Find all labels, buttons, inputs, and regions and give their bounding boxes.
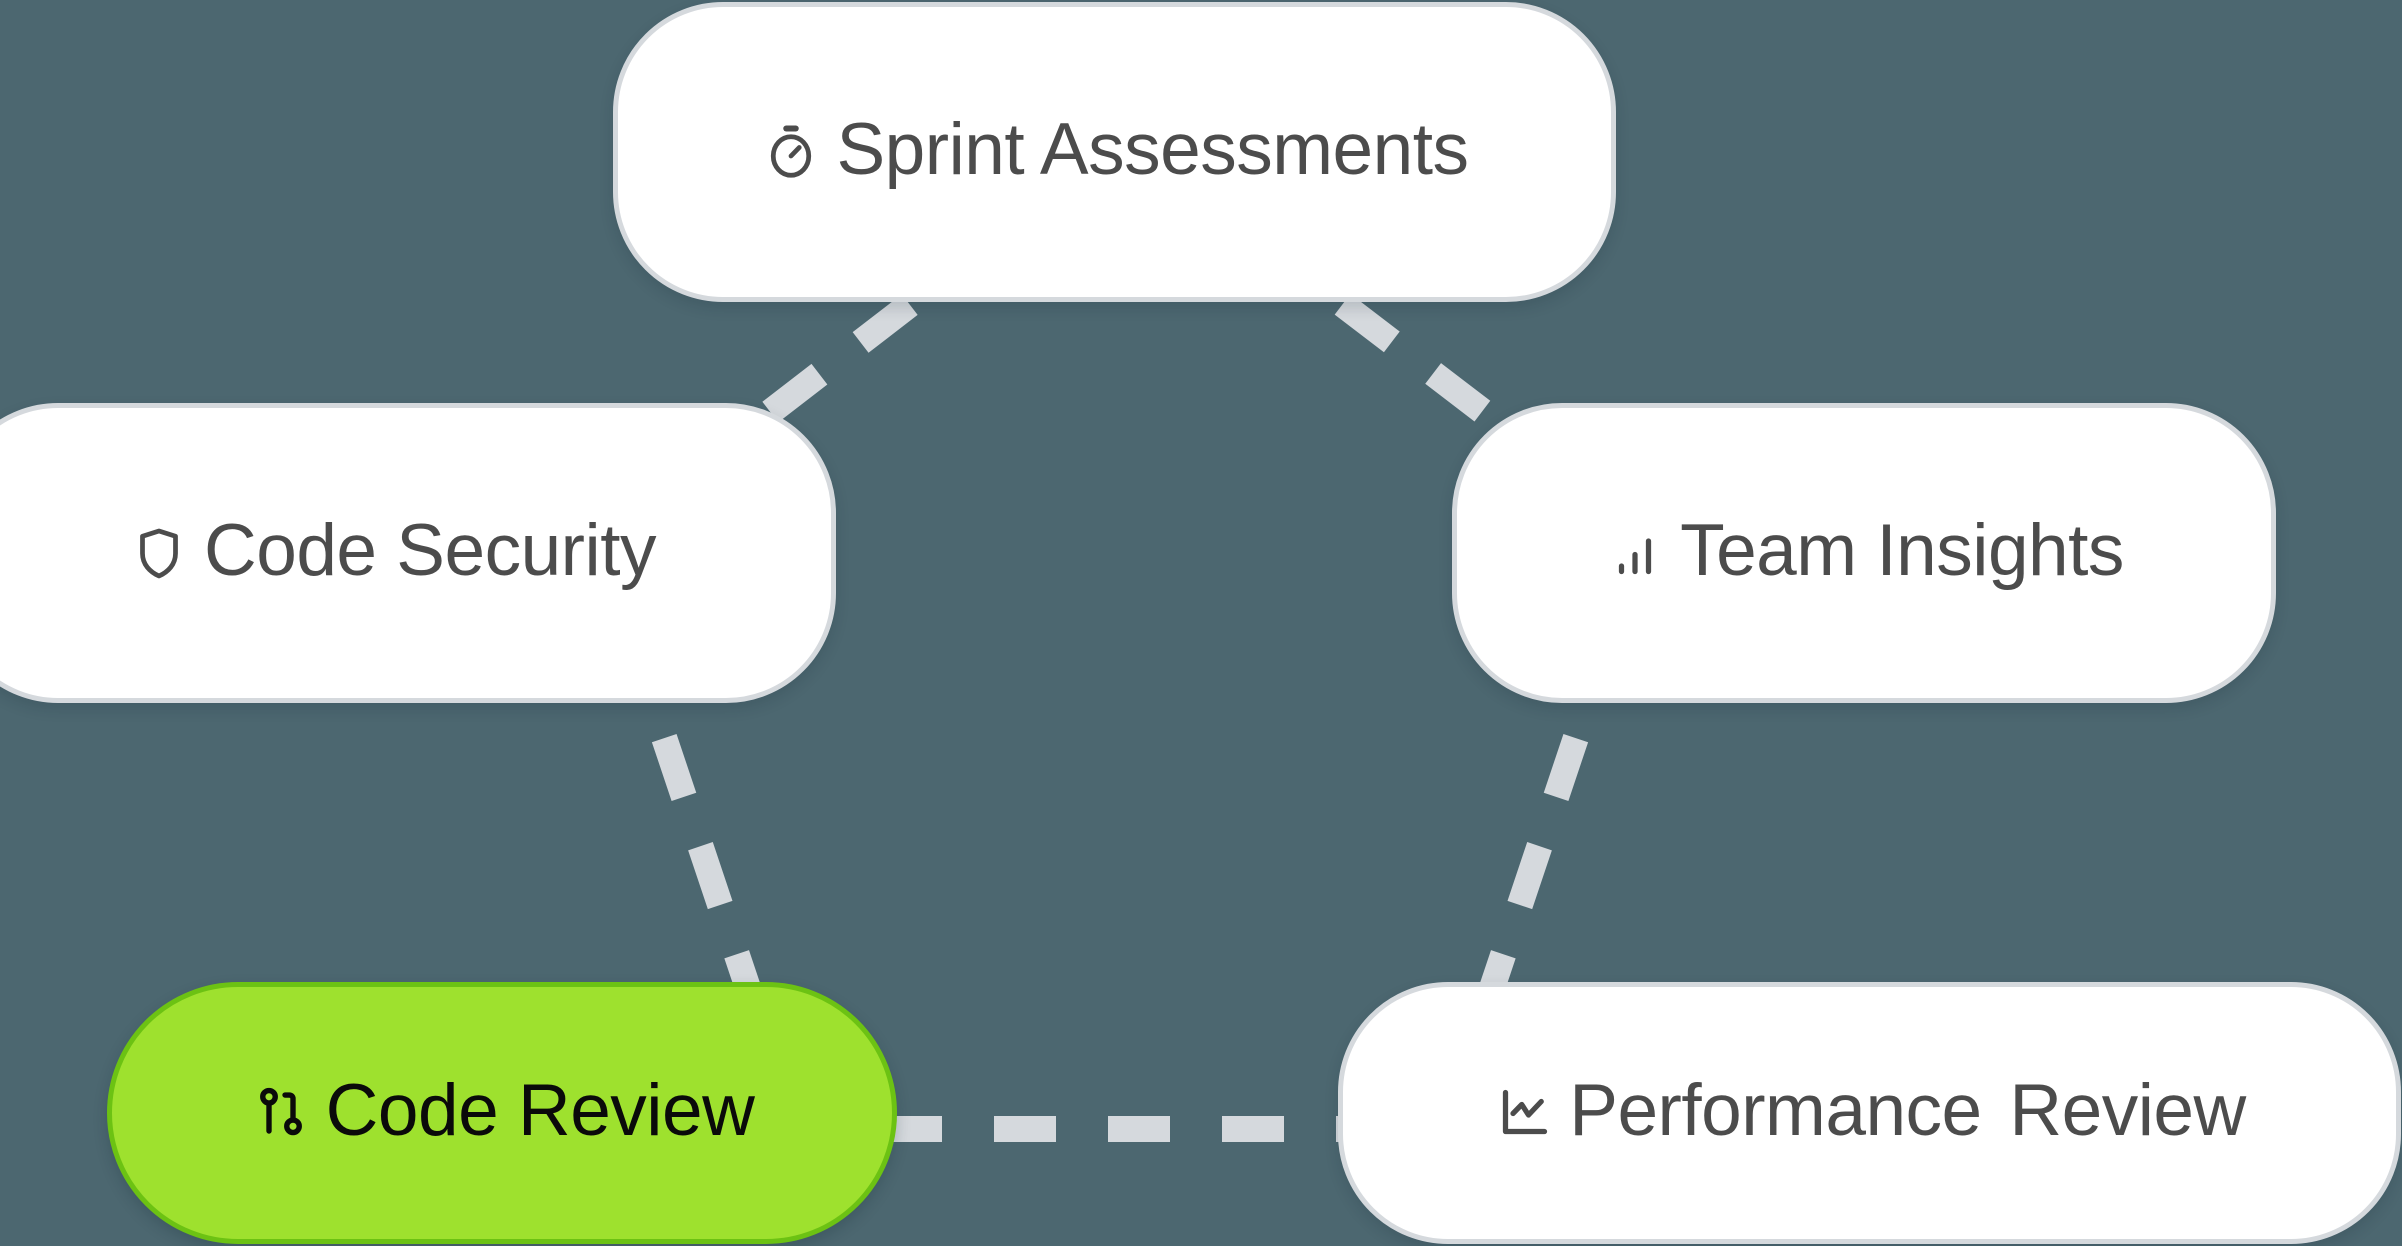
node-label: Code Security <box>204 510 657 591</box>
bar-chart-icon <box>1604 522 1666 584</box>
node-sprint-assessments[interactable]: Sprint Assessments <box>613 2 1616 302</box>
line-chart-icon <box>1493 1082 1555 1144</box>
node-label: Sprint Assessments <box>836 109 1469 190</box>
node-label: Team Insights <box>1680 510 2124 591</box>
node-label: Code Review <box>325 1070 755 1151</box>
stopwatch-icon <box>760 121 822 183</box>
git-branch-icon <box>250 1082 312 1144</box>
node-label-part-2: Review <box>2009 1070 2246 1151</box>
node-code-security[interactable]: Code Security <box>0 403 836 703</box>
node-team-insights[interactable]: Team Insights <box>1452 403 2276 703</box>
node-label-part-1: Performance <box>1569 1070 1982 1151</box>
shield-icon <box>128 522 190 584</box>
node-performance-review[interactable]: Performance Review <box>1338 982 2401 1244</box>
node-code-review[interactable]: Code Review <box>107 982 897 1244</box>
